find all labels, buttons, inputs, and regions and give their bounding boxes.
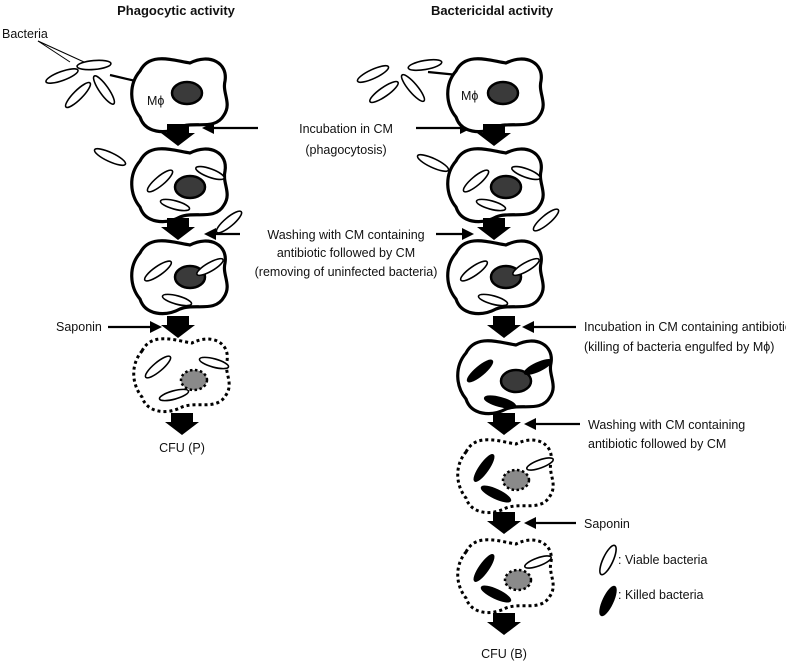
macrophage-right-4-killed <box>456 339 555 416</box>
down-arrow-left-3 <box>161 316 195 338</box>
legend-killed-label: : Killed bacteria <box>618 588 704 602</box>
bacteria-label: Bacteria <box>2 27 48 41</box>
incubation-arrowhead-left <box>202 122 214 134</box>
free-bacterium-right-3 <box>532 208 560 232</box>
lysed-macrophage-left <box>132 337 231 414</box>
macrophage-right-1 <box>446 57 545 134</box>
legend-viable-icon <box>599 544 617 576</box>
down-arrow-left-4 <box>165 413 199 435</box>
incubation-label-1: Incubation in CM <box>299 122 393 136</box>
free-bacteria-left <box>45 59 116 109</box>
bacteria-pointer-1 <box>37 40 71 63</box>
washing-label-3: (removing of uninfected bacteria) <box>255 265 438 279</box>
macrophage-left-1 <box>130 57 229 134</box>
title-bactericidal: Bactericidal activity <box>431 3 554 18</box>
washing2-label-1: Washing with CM containing <box>588 418 745 432</box>
washing-label-2: antibiotic followed by CM <box>277 246 415 260</box>
lysed-macrophage-right <box>456 538 555 615</box>
incubation-ab-arrowhead <box>522 321 534 333</box>
down-arrow-right-6 <box>487 613 521 635</box>
cfu-b-label: CFU (B) <box>481 647 527 661</box>
down-arrow-right-3 <box>487 316 521 338</box>
washing2-label-2: antibiotic followed by CM <box>588 437 726 451</box>
cfu-p-label: CFU (P) <box>159 441 205 455</box>
free-bacterium-left-2 <box>93 147 127 167</box>
incubation-label-2: (phagocytosis) <box>305 143 386 157</box>
mphi-label-left: Mϕ <box>147 94 164 108</box>
legend-killed-icon <box>599 585 617 617</box>
washing2-arrowhead <box>524 418 536 430</box>
saponin-label-right: Saponin <box>584 517 630 531</box>
saponin-arrowhead-right <box>524 517 536 529</box>
washing-arrowhead-left <box>204 228 216 240</box>
free-bacteria-right <box>356 58 443 104</box>
legend-viable-label: : Viable bacteria <box>618 553 707 567</box>
washing-label-1: Washing with CM containing <box>267 228 424 242</box>
macrophage-left-2 <box>130 147 229 224</box>
macrophage-right-5-dotted <box>456 438 555 515</box>
down-arrow-right-4 <box>487 413 521 435</box>
bacteria-pointer-2 <box>37 40 85 63</box>
macrophage-left-3 <box>130 239 229 316</box>
free-bacterium-right-2 <box>416 153 450 173</box>
saponin-label-left: Saponin <box>56 320 102 334</box>
macrophage-right-2 <box>446 147 545 224</box>
washing-arrowhead-right <box>462 228 474 240</box>
title-phagocytic: Phagocytic activity <box>117 3 236 18</box>
incubation-ab-label-2: (killing of bacteria engulfed by Mϕ) <box>584 340 774 354</box>
macrophage-right-3 <box>446 239 545 316</box>
saponin-arrowhead-left <box>150 321 162 333</box>
mphi-label-right: Mϕ <box>461 89 478 103</box>
incubation-ab-label-1: Incubation in CM containing antibiotic <box>584 320 786 334</box>
legend: : Viable bacteria : Killed bacteria <box>599 544 707 617</box>
free-bacterium-left-3 <box>215 210 243 234</box>
down-arrow-right-5 <box>487 512 521 534</box>
